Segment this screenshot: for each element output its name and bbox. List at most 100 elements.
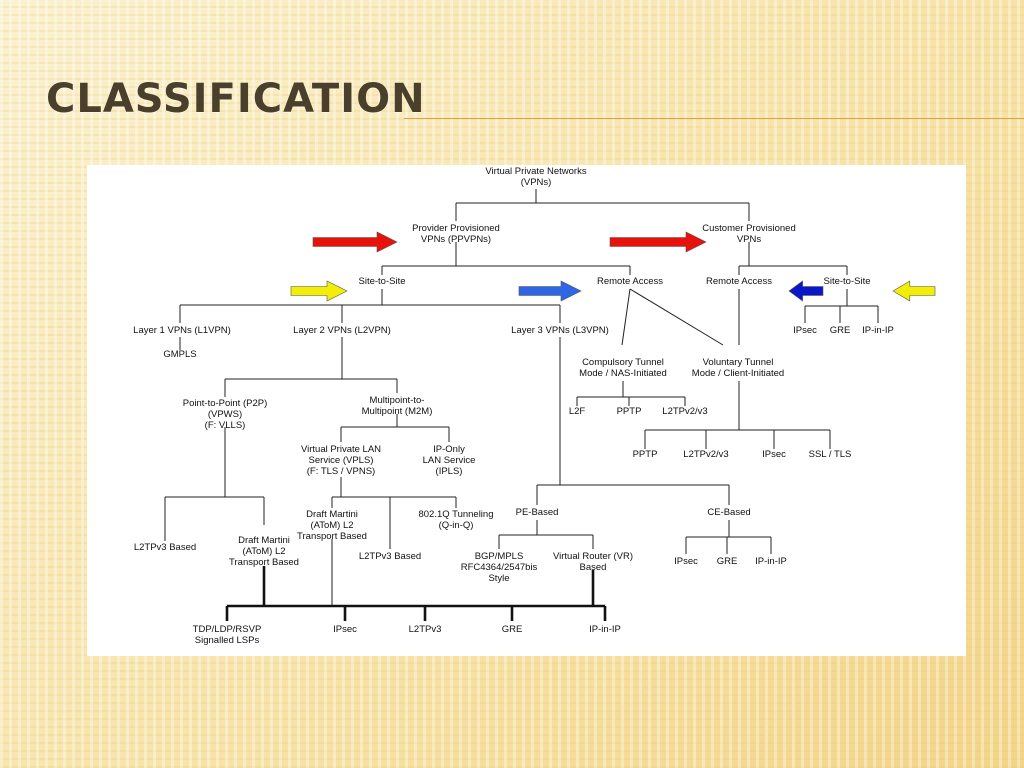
node-label-line: (IPLS) <box>436 466 463 477</box>
node-label-line: (AToM) L2 <box>242 546 285 557</box>
node-l2vpn: Layer 2 VPNs (L2VPN) <box>293 325 391 336</box>
node-label-line: PPTP <box>617 406 642 417</box>
node-label-line: SSL / TLS <box>809 449 852 460</box>
node-pp-remote: Remote Access <box>597 276 663 287</box>
right-arrow-icon <box>609 231 707 253</box>
node-label-line: IP-in-IP <box>862 325 894 336</box>
node-label-line: Multipoint (M2M) <box>362 406 433 417</box>
node-vt-ipsec: IPsec <box>762 449 786 460</box>
connector-line <box>629 288 724 346</box>
node-bus-l2tpv3: L2TPv3 <box>409 624 442 635</box>
node-ce-gre: GRE <box>717 556 738 567</box>
node-label-line: Based <box>580 562 607 573</box>
node-label-line: 802.1Q Tunneling <box>418 509 493 520</box>
node-label-line: Service (VPLS) <box>309 455 374 466</box>
node-vt-ssl: SSL / TLS <box>809 449 852 460</box>
node-label-line: IP-in-IP <box>589 624 621 635</box>
vpn-classification-diagram: Virtual Private Networks(VPNs)Provider P… <box>87 165 966 656</box>
node-l2tpv3-m: L2TPv3 Based <box>359 551 421 562</box>
node-label-line: Draft Martini <box>306 509 358 520</box>
node-label-line: Multipoint-to- <box>370 395 425 406</box>
node-label-line: GMPLS <box>163 349 196 360</box>
node-label-line: TDP/LDP/RSVP <box>193 624 262 635</box>
node-label-line: (AToM) L2 <box>310 520 353 531</box>
node-ra-l2f: L2F <box>569 406 586 417</box>
node-cp-ipinip: IP-in-IP <box>862 325 894 336</box>
node-label-line: Customer Provisioned <box>702 223 795 234</box>
node-label-line: IPsec <box>762 449 786 460</box>
node-pe-based: PE-Based <box>516 507 559 518</box>
node-cp-remote: Remote Access <box>706 276 772 287</box>
node-label-line: PE-Based <box>516 507 559 518</box>
node-label-line: Voluntary Tunnel <box>703 357 774 368</box>
node-label-line: IP-in-IP <box>755 556 787 567</box>
node-label-line: Transport Based <box>229 557 299 568</box>
diagram-labels: Virtual Private Networks(VPNs)Provider P… <box>133 166 894 646</box>
node-label-line: Draft Martini <box>238 535 290 546</box>
node-label-line: RFC4364/2547bis <box>461 562 538 573</box>
node-label-line: GRE <box>830 325 851 336</box>
node-cp-gre: GRE <box>830 325 851 336</box>
node-label-line: Site-to-Site <box>359 276 406 287</box>
node-label-line: Transport Based <box>297 531 367 542</box>
node-label-line: Remote Access <box>597 276 663 287</box>
node-label-line: IPsec <box>793 325 817 336</box>
node-label-line: (F: TLS / VPNS) <box>307 466 375 477</box>
node-label-line: L2TPv3 Based <box>359 551 421 562</box>
node-label-line: Layer 2 VPNs (L2VPN) <box>293 325 391 336</box>
node-ra-pptp: PPTP <box>617 406 642 417</box>
node-bus-ipinip: IP-in-IP <box>589 624 621 635</box>
node-label-line: L2TPv2/v3 <box>662 406 707 417</box>
node-vr: Virtual Router (VR)Based <box>553 551 633 573</box>
node-label-line: Style <box>488 573 509 584</box>
node-label-line: Virtual Router (VR) <box>553 551 633 562</box>
node-label-line: IPsec <box>674 556 698 567</box>
node-label-line: Layer 3 VPNs (L3VPN) <box>511 325 609 336</box>
node-label-line: L2TPv2/v3 <box>683 449 728 460</box>
node-label-line: BGP/MPLS <box>475 551 524 562</box>
node-vpns: Virtual Private Networks(VPNs) <box>485 166 586 188</box>
right-arrow-icon <box>312 231 398 253</box>
node-label-line: Mode / Client-Initiated <box>692 368 784 379</box>
left-arrow-icon <box>892 280 936 302</box>
node-label-line: Point-to-Point (P2P) <box>183 398 267 409</box>
node-label-line: L2TPv3 Based <box>134 542 196 553</box>
node-ra-l2tp: L2TPv2/v3 <box>662 406 707 417</box>
node-label-line: Site-to-Site <box>824 276 871 287</box>
diagram-connectors <box>164 189 879 606</box>
node-qinq: 802.1Q Tunneling(Q-in-Q) <box>418 509 493 531</box>
node-l3vpn: Layer 3 VPNs (L3VPN) <box>511 325 609 336</box>
right-arrow-icon <box>518 280 582 302</box>
node-label-line: (VPWS) <box>208 409 242 420</box>
node-label-line: VPNs <box>737 234 762 245</box>
node-vt-l2tp: L2TPv2/v3 <box>683 449 728 460</box>
node-label-line: CE-Based <box>707 507 750 518</box>
diagram-arrows <box>290 231 936 302</box>
node-label-line: Compulsory Tunnel <box>582 357 664 368</box>
node-label-line: LAN Service <box>423 455 476 466</box>
node-bus-gre: GRE <box>502 624 523 635</box>
node-label-line: Signalled LSPs <box>195 635 260 646</box>
node-label-line: L2F <box>569 406 586 417</box>
node-bus-ipsec: IPsec <box>333 624 357 635</box>
node-label-line: (F: VLLS) <box>205 420 246 431</box>
title-underline <box>404 118 1024 119</box>
node-vt-pptp: PPTP <box>633 449 658 460</box>
node-label-line: GRE <box>502 624 523 635</box>
slide-title: CLASSIFICATION <box>46 76 426 122</box>
node-label-line: GRE <box>717 556 738 567</box>
node-pp-site: Site-to-Site <box>359 276 406 287</box>
node-l1vpn: Layer 1 VPNs (L1VPN) <box>133 325 231 336</box>
node-label-line: IPsec <box>333 624 357 635</box>
node-label-line: Virtual Private LAN <box>301 444 381 455</box>
node-label-line: (VPNs) <box>521 177 552 188</box>
node-p2p: Point-to-Point (P2P)(VPWS)(F: VLLS) <box>183 398 267 431</box>
node-label-line: (Q-in-Q) <box>439 520 474 531</box>
node-cp-site: Site-to-Site <box>824 276 871 287</box>
